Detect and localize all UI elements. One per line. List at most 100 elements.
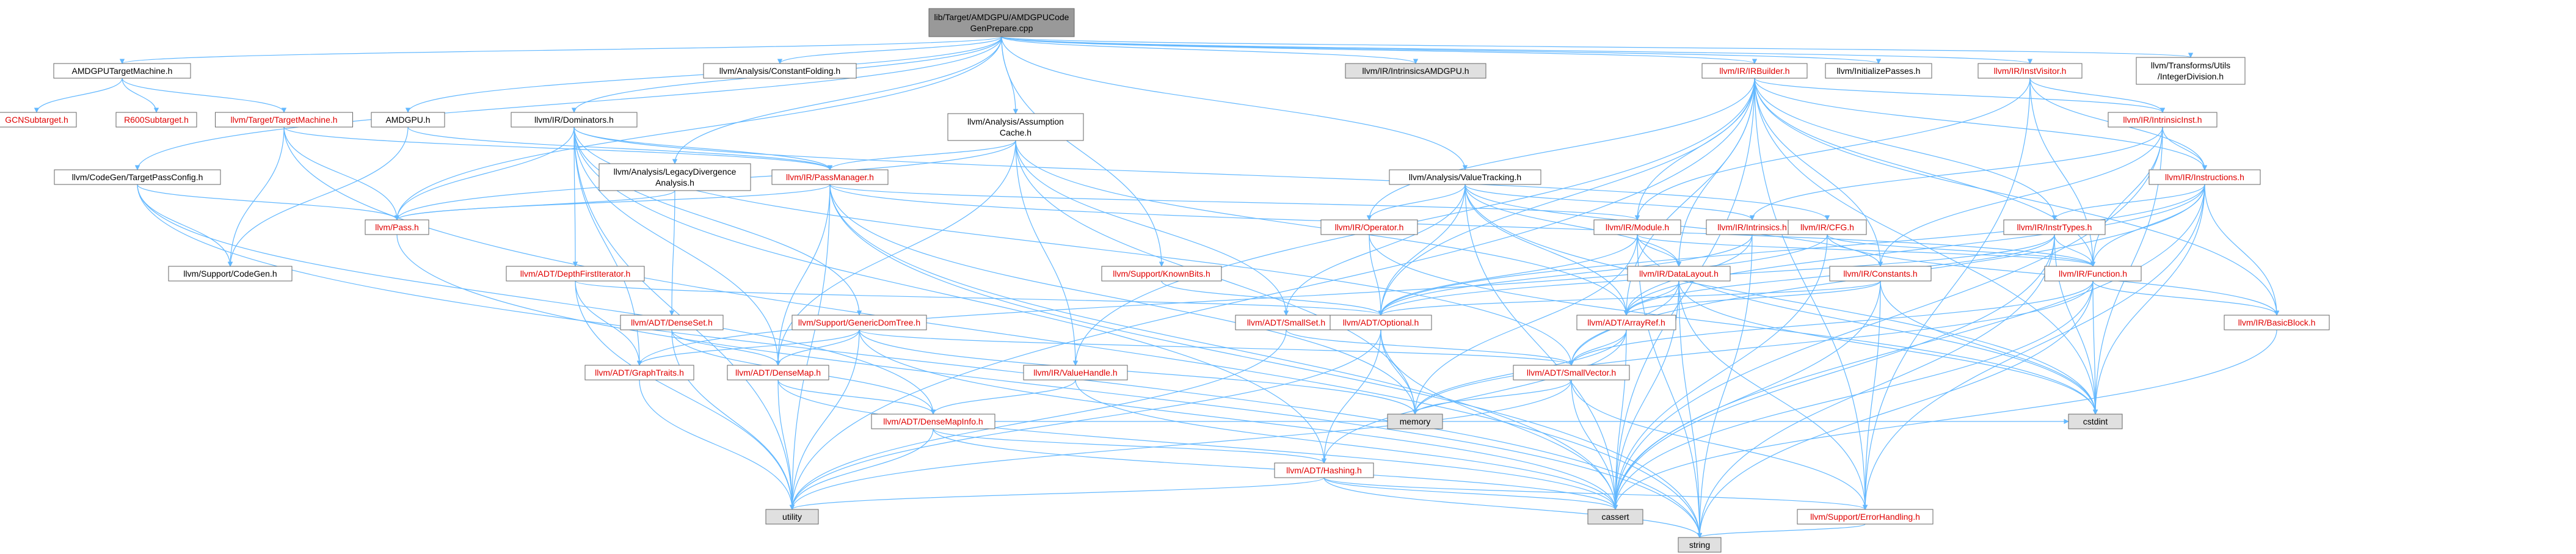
edge-cgtpc-to-densemapinfo [137,184,936,415]
node-box-intrinsicinst [2108,112,2218,128]
node-valuehandle[interactable]: llvm/IR/ValueHandle.h [1023,365,1128,381]
node-gcnsub[interactable]: GCNSubtarget.h [0,112,77,128]
node-box-root [928,8,1075,37]
edge-passmanager-to-memory [829,184,1418,415]
node-initpasses[interactable]: llvm/InitializePasses.h [1825,63,1932,79]
edge-valuehandle-to-cassert [1075,379,1618,510]
node-label-utility: utility [782,512,802,522]
node-smallset[interactable]: llvm/ADT/SmallSet.h [1235,315,1337,330]
node-hashing[interactable]: llvm/ADT/Hashing.h [1274,462,1374,478]
node-box-densemap [727,365,829,381]
edge-valuehandle-to-densemapinfo [930,379,1076,415]
node-dominators[interactable]: llvm/IR/Dominators.h [511,112,638,128]
edge-module-to-memory [1412,234,1638,415]
node-smallvector[interactable]: llvm/ADT/SmallVector.h [1513,365,1630,381]
node-targettm[interactable]: llvm/Target/TargetMachine.h [215,112,353,128]
node-label-targettm: llvm/Target/TargetMachine.h [230,115,337,125]
node-intrinsics[interactable]: llvm/IR/Intrinsics.h [1706,219,1799,235]
node-knownbits[interactable]: llvm/Support/KnownBits.h [1101,266,1222,282]
node-instructions[interactable]: llvm/IR/Instructions.h [2148,169,2261,185]
node-label-intrinsicsamd: llvm/IR/IntrinsicsAMDGPU.h [1362,66,1469,76]
node-box-hashing [1274,462,1374,478]
node-utility: utility [765,509,819,525]
node-cfg[interactable]: llvm/IR/CFG.h [1788,219,1867,235]
node-label-knownbits: llvm/Support/KnownBits.h [1113,269,1210,279]
node-box-cstdint [2068,414,2123,429]
node-intdiv[interactable]: llvm/Transforms/Utils/IntegerDivision.h [2136,57,2246,85]
node-instvisitor[interactable]: llvm/IR/InstVisitor.h [1977,63,2083,79]
node-optional[interactable]: llvm/ADT/Optional.h [1330,315,1432,330]
edge-root-to-cgtpc [134,36,1002,170]
node-r600sub[interactable]: R600Subtarget.h [115,112,197,128]
node-basicblock[interactable]: llvm/IR/BasicBlock.h [2224,315,2330,330]
node-label-dominators: llvm/IR/Dominators.h [534,115,614,125]
node-constants[interactable]: llvm/IR/Constants.h [1829,266,1932,282]
node-dfiter[interactable]: llvm/ADT/DepthFirstIterator.h [506,266,645,282]
node-label-insttypes: llvm/IR/InstrTypes.h [2017,222,2092,232]
edge-irbuilder-to-instructions [1754,78,2208,170]
node-label-gendomtree: llvm/Support/GenericDomTree.h [798,318,920,327]
edge-dfiter-to-graphtraits [575,280,642,366]
node-box-dominators [511,112,638,128]
node-denseset[interactable]: llvm/ADT/DenseSet.h [620,315,724,330]
edge-cfg-to-function [1827,234,2096,267]
node-densemap[interactable]: llvm/ADT/DenseMap.h [727,365,829,381]
node-label-dfiter: llvm/ADT/DepthFirstIterator.h [520,269,631,279]
node-amdgpuh[interactable]: AMDGPU.h [371,112,445,128]
edge-module-to-cstdint [1637,234,2098,415]
node-label-valuetracking: llvm/Analysis/ValueTracking.h [1409,172,1521,182]
edge-optional-to-memory [1380,329,1418,415]
node-intrinsicsamd: llvm/IR/IntrinsicsAMDGPU.h [1345,63,1486,79]
edge-densemap-to-densemapinfo [777,379,936,415]
node-graphtraits[interactable]: llvm/ADT/GraphTraits.h [584,365,694,381]
node-amdgputm[interactable]: AMDGPUTargetMachine.h [53,63,191,79]
edge-hashing-to-cassert [1323,477,1618,510]
node-box-module [1593,219,1681,235]
node-label-constants: llvm/IR/Constants.h [1843,269,1917,279]
edge-valuetracking-to-operator [1366,184,1466,221]
node-insttypes[interactable]: llvm/IR/InstrTypes.h [2003,219,2106,235]
node-arrayref[interactable]: llvm/ADT/ArrayRef.h [1576,315,1676,330]
node-box-memory [1387,414,1443,429]
node-gendomtree[interactable]: llvm/Support/GenericDomTree.h [791,315,927,330]
edge-function-to-memory [1412,280,2094,415]
node-box-denseset [620,315,724,330]
edge-irbuilder-to-operator [1366,78,1755,221]
node-label-smallset: llvm/ADT/SmallSet.h [1247,318,1325,327]
node-irbuilder[interactable]: llvm/IR/IRBuilder.h [1701,63,1808,79]
edge-function-to-basicblock [2092,280,2280,316]
edge-arrayref-to-smallvector [1568,329,1627,366]
node-constfold[interactable]: llvm/Analysis/ConstantFolding.h [703,63,857,79]
node-module[interactable]: llvm/IR/Module.h [1593,219,1681,235]
node-passmanager[interactable]: llvm/IR/PassManager.h [771,169,889,185]
node-densemapinfo[interactable]: llvm/ADT/DenseMapInfo.h [871,414,995,429]
node-pass[interactable]: llvm/Pass.h [365,219,429,235]
node-codegen[interactable]: llvm/Support/CodeGen.h [168,266,293,282]
edge-function-to-string [1697,280,2094,538]
node-box-intrinsics [1706,219,1799,235]
node-datalayout[interactable]: llvm/IR/DataLayout.h [1627,266,1731,282]
node-box-initpasses [1825,63,1932,79]
edge-intrinsicinst-to-constants [1877,126,2163,267]
node-box-valuetracking [1389,169,1541,185]
node-valuetracking[interactable]: llvm/Analysis/ValueTracking.h [1389,169,1541,185]
node-function[interactable]: llvm/IR/Function.h [2044,266,2142,282]
node-root: lib/Target/AMDGPU/AMDGPUCodeGenPrepare.c… [928,8,1075,37]
node-cgtpc[interactable]: llvm/CodeGen/TargetPassConfig.h [54,169,221,185]
edge-densemapinfo-to-hashing [933,428,1327,464]
edge-function-to-cassert [1612,280,2094,510]
edge-densemap-to-cassert [777,379,1618,510]
edge-instructions-to-optional [1378,184,2205,316]
node-box-graphtraits [584,365,694,381]
node-label-densemap: llvm/ADT/DenseMap.h [735,368,821,377]
edge-layer [34,36,2280,538]
node-intrinsicinst[interactable]: llvm/IR/IntrinsicInst.h [2108,112,2218,128]
node-label-codegen: llvm/Support/CodeGen.h [183,269,277,279]
node-errorhandling[interactable]: llvm/Support/ErrorHandling.h [1797,509,1934,525]
node-operator[interactable]: llvm/IR/Operator.h [1320,219,1418,235]
node-box-function [2044,266,2142,282]
node-box-errorhandling [1797,509,1934,525]
edge-hashing-to-string [1323,477,1703,538]
